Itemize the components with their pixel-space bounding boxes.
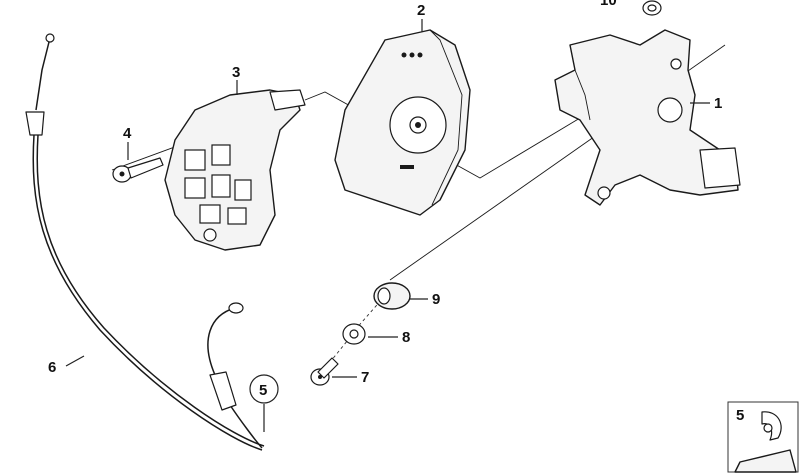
inset-detail (727, 401, 799, 473)
callout-5-circle (249, 374, 279, 404)
washer-part-8 (342, 323, 366, 345)
bush-part-9 (373, 282, 411, 310)
screw-part-4 (112, 157, 164, 183)
callout-8: 8 (402, 329, 410, 346)
callout-5: 5 (259, 382, 267, 399)
support-bracket-part-3 (164, 89, 306, 251)
bolt-part-7 (310, 357, 339, 386)
callout-10: 10 (600, 0, 617, 9)
callout-6: 6 (48, 359, 56, 376)
callout-1: 1 (714, 95, 722, 112)
grommet-part-10 (642, 0, 662, 16)
connector-part-5 (207, 302, 263, 449)
actuator-part-2 (334, 29, 471, 216)
callout-4: 4 (123, 125, 132, 142)
callout-9: 9 (432, 291, 440, 308)
callout-7: 7 (361, 369, 369, 386)
bracket-part-1 (554, 29, 741, 206)
callout-leaders (65, 19, 710, 432)
cable-part-6 (25, 33, 265, 451)
callout-3: 3 (232, 64, 240, 81)
callout-2: 2 (417, 2, 425, 19)
inset-callout-5: 5 (736, 407, 744, 424)
